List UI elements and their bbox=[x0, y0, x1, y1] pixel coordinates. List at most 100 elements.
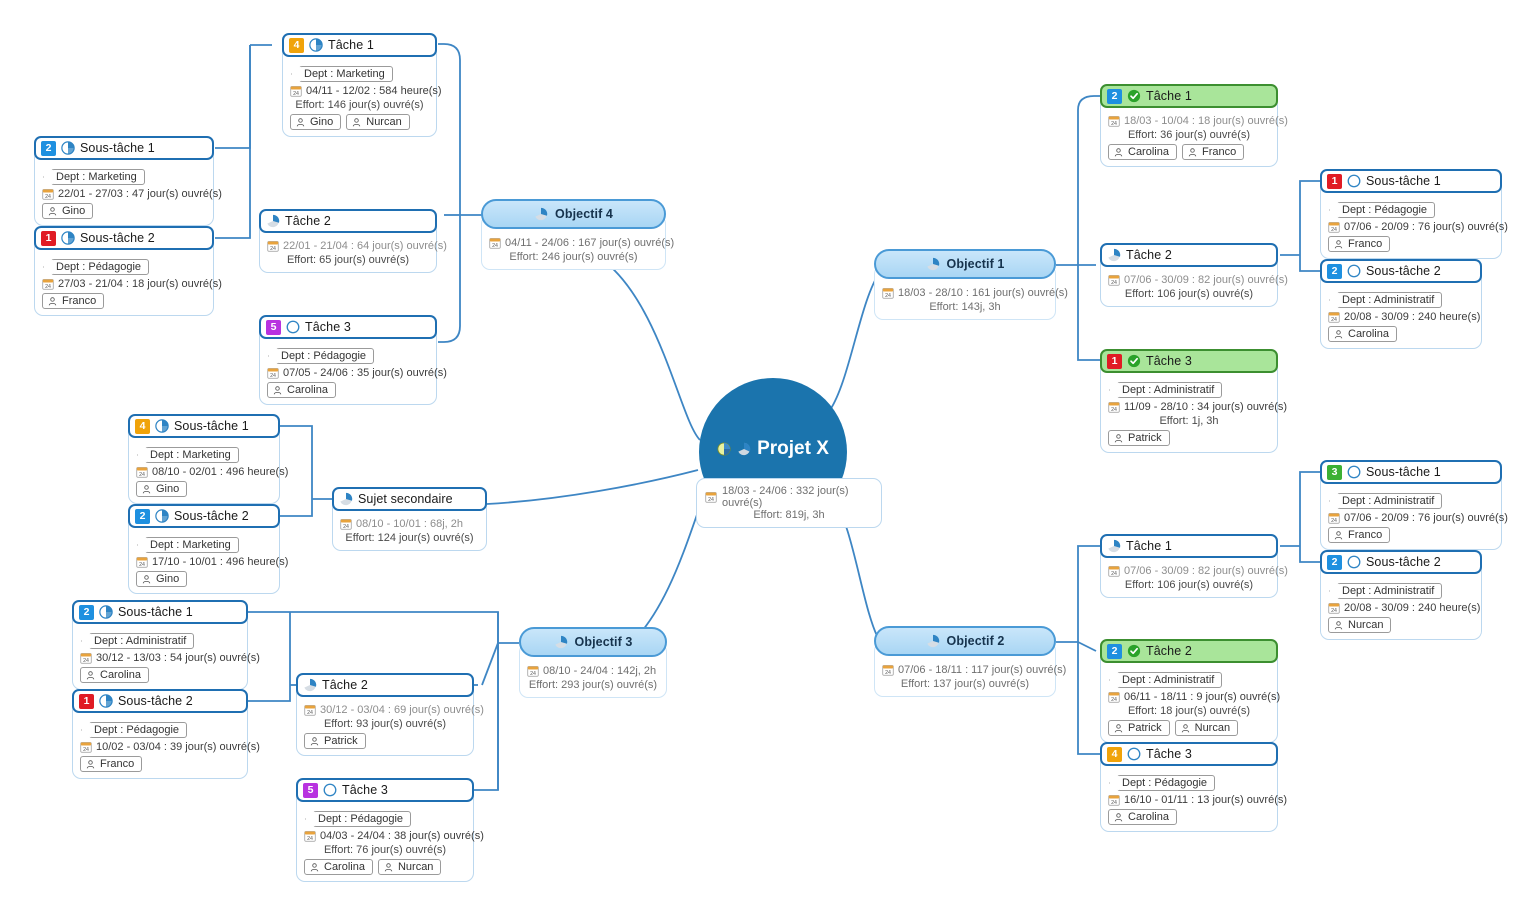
node-effort: Effort: 76 jour(s) ouvré(s) bbox=[323, 844, 447, 856]
objective-header[interactable]: Objectif 2 bbox=[874, 626, 1056, 656]
dept-tag[interactable]: Dept : Pédagogie bbox=[1117, 775, 1216, 791]
person-icon bbox=[310, 862, 319, 871]
assignee-chip[interactable]: Carolina bbox=[1108, 144, 1177, 160]
assignee-chip[interactable]: Gino bbox=[290, 114, 342, 130]
dept-tag[interactable]: Dept : Pédagogie bbox=[276, 348, 375, 364]
priority-badge: 5 bbox=[266, 319, 281, 335]
objective-node-objectif-1[interactable]: Objectif 1 24 18/03 - 28/10 : 161 jour(s… bbox=[874, 249, 1068, 320]
assignee-chip[interactable]: Franco bbox=[42, 293, 105, 309]
assignee-chip[interactable]: Franco bbox=[1181, 144, 1245, 160]
assignee-chip[interactable]: Carolina bbox=[1108, 809, 1177, 825]
node-header[interactable]: Tâche 1 bbox=[1100, 534, 1278, 558]
assignee-chip[interactable]: Gino bbox=[136, 481, 188, 497]
assignee-chip[interactable]: Nurcan bbox=[1328, 617, 1392, 633]
assignee-chip[interactable]: Patrick bbox=[304, 733, 366, 749]
objective-node-objectif-2[interactable]: Objectif 2 24 07/06 - 18/11 : 117 jour(s… bbox=[874, 626, 1066, 697]
dept-tag[interactable]: Dept : Pédagogie bbox=[1337, 202, 1436, 218]
node-header[interactable]: Tâche 2 bbox=[296, 673, 474, 697]
objective-node-objectif-4[interactable]: Objectif 4 24 04/11 - 24/06 : 167 jour(s… bbox=[481, 199, 674, 270]
dept-tag[interactable]: Dept : Marketing bbox=[299, 66, 393, 82]
assignee-chip[interactable]: Nurcan bbox=[1174, 720, 1239, 736]
node-dates: 07/06 - 30/09 : 82 jour(s) ouvré(s) bbox=[1124, 565, 1288, 577]
assignee-chip[interactable]: Gino bbox=[42, 203, 94, 219]
objective-header[interactable]: Objectif 1 bbox=[874, 249, 1056, 279]
assignee-chip[interactable]: Carolina bbox=[80, 667, 149, 683]
objective-header[interactable]: Objectif 3 bbox=[519, 627, 667, 657]
assignee-chip[interactable]: Patrick bbox=[1108, 720, 1170, 736]
assignee-chip[interactable]: Carolina bbox=[1328, 326, 1397, 342]
assignee-chip[interactable]: Franco bbox=[1328, 527, 1391, 543]
node-header[interactable]: Sujet secondaire bbox=[332, 487, 487, 511]
dept-tag[interactable]: Dept : Pédagogie bbox=[89, 722, 188, 738]
assignee-chip[interactable]: Gino bbox=[136, 571, 188, 587]
dept-tag[interactable]: Dept : Marketing bbox=[145, 447, 239, 463]
check-circle-icon bbox=[1127, 644, 1141, 658]
node-header[interactable]: Tâche 2 bbox=[259, 209, 437, 233]
svg-text:24: 24 bbox=[45, 284, 51, 290]
dept-tag[interactable]: Dept : Pédagogie bbox=[313, 811, 412, 827]
node-header[interactable]: Tâche 2 bbox=[1100, 243, 1278, 267]
dept-tag[interactable]: Dept : Administratif bbox=[1117, 672, 1223, 688]
objective-header[interactable]: Objectif 4 bbox=[481, 199, 666, 229]
dept-tag[interactable]: Dept : Pédagogie bbox=[51, 259, 150, 275]
assignee-chip[interactable]: Franco bbox=[1328, 236, 1391, 252]
assignee-chip[interactable]: Nurcan bbox=[377, 859, 442, 875]
objective-node-objectif-3[interactable]: Objectif 3 24 08/10 - 24/04 : 142j, 2h E… bbox=[519, 627, 667, 698]
dept-tag[interactable]: Dept : Administratif bbox=[1117, 382, 1223, 398]
assignee-chip[interactable]: Patrick bbox=[1108, 430, 1170, 446]
node-sujet-secondaire[interactable]: Sujet secondaire 24 08/10 - 10/01 : 68j,… bbox=[332, 487, 487, 551]
assignee-chip[interactable]: Nurcan bbox=[346, 114, 410, 130]
assignee-chip[interactable]: Franco bbox=[80, 756, 143, 772]
dept-tag[interactable]: Dept : Administratif bbox=[1337, 292, 1443, 308]
dept-tag[interactable]: Dept : Administratif bbox=[89, 633, 195, 649]
assignee-chip[interactable]: Carolina bbox=[304, 859, 373, 875]
dept-tag[interactable]: Dept : Administratif bbox=[1337, 493, 1443, 509]
dept-tag[interactable]: Dept : Marketing bbox=[145, 537, 239, 553]
dept-tag[interactable]: Dept : Administratif bbox=[1337, 583, 1443, 599]
node-dates: 07/06 - 20/09 : 76 jour(s) ouvré(s) bbox=[1344, 512, 1508, 524]
dept-tag[interactable]: Dept : Marketing bbox=[51, 169, 145, 185]
assignee-chip[interactable]: Carolina bbox=[267, 382, 336, 398]
node-dates: 22/01 - 27/03 : 47 jour(s) ouvré(s) bbox=[58, 188, 222, 200]
